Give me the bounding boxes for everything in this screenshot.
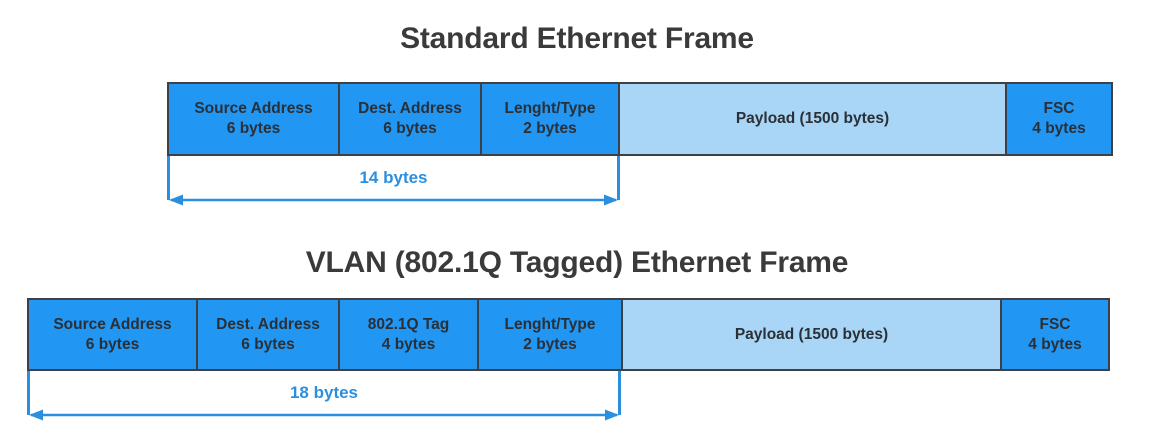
standard-ethernet-frame-row: Source Address 6 bytes Dest. Address 6 b…	[167, 82, 1113, 156]
standard-frame-header-dimension: 14 bytes	[167, 156, 620, 208]
field-size: 4 bytes	[381, 335, 436, 353]
dimension-label: 18 bytes	[289, 383, 359, 402]
field-8021q-tag: 802.1Q Tag 4 bytes	[340, 300, 479, 369]
field-label: Source Address	[194, 100, 313, 118]
field-source-address: Source Address 6 bytes	[169, 84, 340, 154]
field-label: Dest. Address	[358, 100, 462, 118]
field-label: Payload (1500 bytes)	[735, 110, 890, 128]
field-dest-address: Dest. Address 6 bytes	[340, 84, 482, 154]
field-source-address: Source Address 6 bytes	[29, 300, 198, 369]
vlan-ethernet-frame-row: Source Address 6 bytes Dest. Address 6 b…	[27, 298, 1110, 371]
field-payload: Payload (1500 bytes)	[623, 300, 1002, 369]
field-label: Dest. Address	[216, 315, 320, 333]
field-size: 6 bytes	[241, 335, 295, 353]
field-fsc: FSC 4 bytes	[1002, 300, 1108, 369]
field-label: Payload (1500 bytes)	[734, 325, 889, 343]
field-dest-address: Dest. Address 6 bytes	[198, 300, 340, 369]
vlan-frame-title: VLAN (802.1Q Tagged) Ethernet Frame	[305, 246, 849, 279]
field-size: 4 bytes	[1032, 120, 1086, 137]
field-size: 4 bytes	[1028, 335, 1082, 353]
standard-frame-title: Standard Ethernet Frame	[400, 22, 754, 55]
field-length-type: Lenght/Type 2 bytes	[479, 300, 623, 369]
field-label: 802.1Q Tag	[367, 315, 450, 333]
field-size: 6 bytes	[383, 120, 437, 137]
field-fsc: FSC 4 bytes	[1007, 84, 1111, 154]
field-payload: Payload (1500 bytes)	[620, 84, 1007, 154]
dimension-label: 14 bytes	[359, 168, 428, 187]
field-size: 6 bytes	[226, 120, 281, 137]
field-length-type: Lenght/Type 2 bytes	[482, 84, 620, 154]
field-size: 6 bytes	[85, 335, 140, 353]
field-label: Lenght/Type	[504, 100, 596, 118]
field-size: 2 bytes	[523, 120, 577, 137]
field-size: 2 bytes	[523, 335, 577, 353]
field-label: Lenght/Type	[504, 315, 596, 333]
field-label: FSC	[1043, 100, 1075, 118]
field-label: FSC	[1039, 315, 1071, 333]
vlan-frame-header-dimension: 18 bytes	[27, 371, 621, 423]
field-label: Source Address	[53, 315, 172, 333]
